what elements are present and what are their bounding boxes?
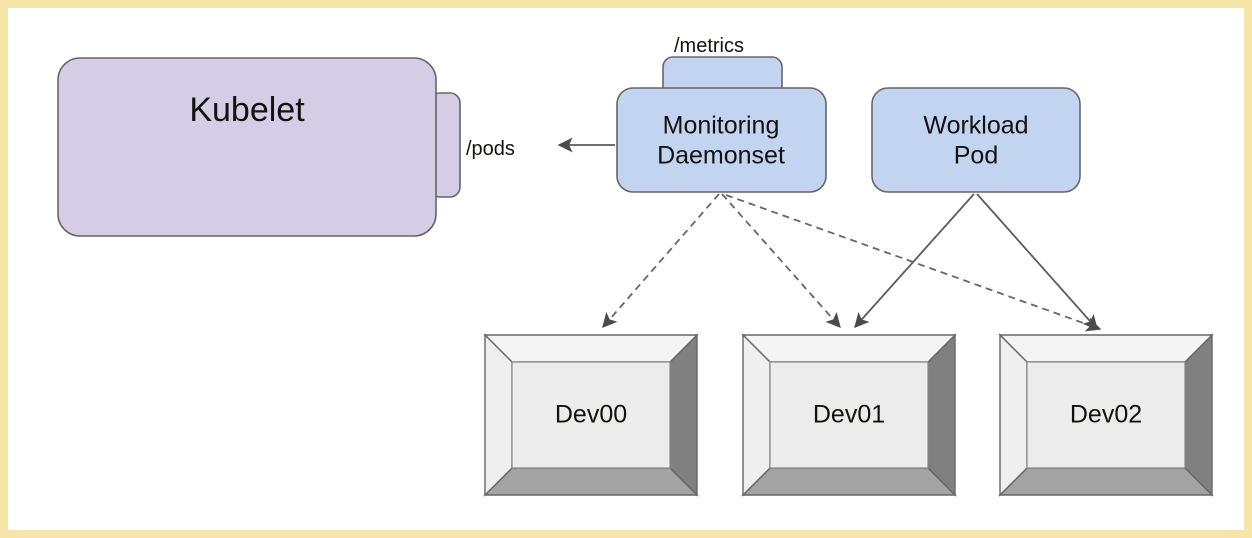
edge-daemonset-to-dev01 <box>721 193 841 329</box>
dev02-side-bottom <box>998 467 1214 496</box>
dev02-face[interactable] <box>1026 361 1186 469</box>
node-workload-pod[interactable]: Workload Pod <box>871 87 1081 193</box>
dev00-label: Dev00 <box>555 401 627 429</box>
workload-pod-box[interactable] <box>871 87 1081 193</box>
node-kubelet[interactable]: Kubelet <box>57 57 437 237</box>
node-device-dev02[interactable]: Dev02 <box>998 333 1214 497</box>
dev02-label: Dev02 <box>1070 401 1142 429</box>
edges-layer <box>557 137 1102 332</box>
monitoring-daemonset-label-line1: Monitoring <box>663 112 780 140</box>
dev00-face[interactable] <box>511 361 671 469</box>
dev00-side-right <box>669 333 698 497</box>
pods-port-label: /pods <box>466 138 515 160</box>
monitoring-daemonset-box[interactable] <box>616 87 827 193</box>
dev02-side-right <box>1184 333 1213 497</box>
workload-pod-label-line1: Workload <box>923 112 1028 140</box>
dev00-side-top <box>483 334 699 363</box>
dev02-side-left <box>999 333 1028 497</box>
kubelet-box[interactable] <box>57 57 437 237</box>
dev00-side-bottom <box>483 467 699 496</box>
edge-daemonset-to-dev00 <box>602 193 720 329</box>
edge-workload-to-dev01 <box>854 193 975 329</box>
dev01-side-right <box>927 333 956 497</box>
monitoring-daemonset-label-line2: Daemonset <box>657 142 785 170</box>
dev01-label: Dev01 <box>813 401 885 429</box>
node-monitoring-daemonset[interactable]: Monitoring Daemonset <box>616 87 827 193</box>
dev01-side-top <box>741 334 957 363</box>
edge-workload-to-dev02 <box>976 193 1098 331</box>
dev01-face[interactable] <box>769 361 929 469</box>
metrics-port-label: /metrics <box>674 35 744 57</box>
dev01-side-bottom <box>741 467 957 496</box>
workload-pod-label-line2: Pod <box>954 142 998 170</box>
node-device-dev00[interactable]: Dev00 <box>483 333 699 497</box>
dev01-side-left <box>742 333 771 497</box>
dev02-side-top <box>998 334 1214 363</box>
dev00-side-left <box>484 333 513 497</box>
node-device-dev01[interactable]: Dev01 <box>741 333 957 497</box>
kubelet-label: Kubelet <box>189 91 305 129</box>
